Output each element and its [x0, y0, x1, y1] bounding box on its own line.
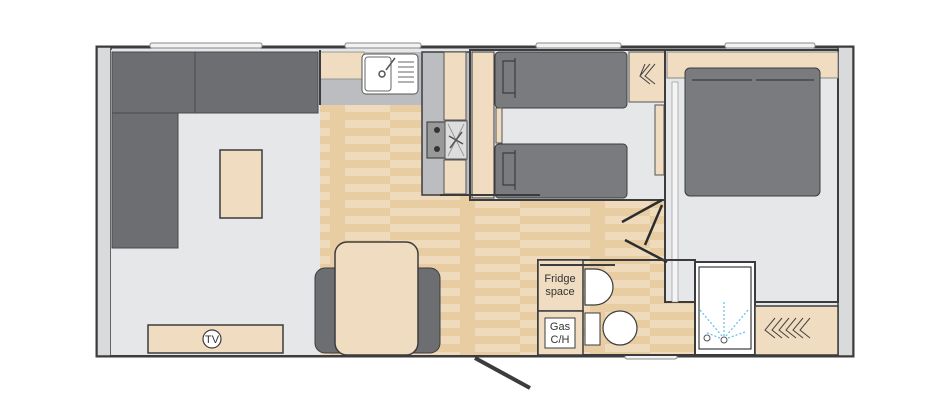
wood-floor-hall [440, 195, 668, 265]
twin-bedroom [469, 49, 666, 201]
single-bed-bottom [494, 143, 628, 199]
washroom: Fridge space Gas C/H [537, 259, 696, 356]
gas-label-1: Gas [550, 321, 571, 333]
internal-walls [319, 50, 615, 266]
fridge-label-1: Fridge [544, 273, 575, 285]
dining [314, 241, 441, 356]
entrance-door[interactable] [474, 356, 531, 390]
fridge-space [537, 259, 584, 312]
tv-label: TV [205, 334, 220, 346]
lounge: TV [111, 50, 320, 355]
double-bed [684, 67, 821, 197]
fridge-label-2: space [545, 286, 574, 298]
toilet-icon [584, 312, 601, 346]
bedroom-door [621, 198, 668, 264]
tv-icon [202, 329, 222, 349]
master-bedroom [664, 49, 839, 303]
wardrobe-master [754, 305, 839, 356]
single-bed-top [494, 51, 628, 109]
coffee-table [219, 149, 263, 219]
sofa-side [111, 112, 179, 249]
basin-icon [584, 268, 614, 306]
shower [694, 261, 756, 356]
kitchen [319, 51, 471, 196]
dining-table [334, 241, 419, 356]
gas-label-2: C/H [551, 334, 570, 346]
sofa-top [111, 51, 319, 114]
